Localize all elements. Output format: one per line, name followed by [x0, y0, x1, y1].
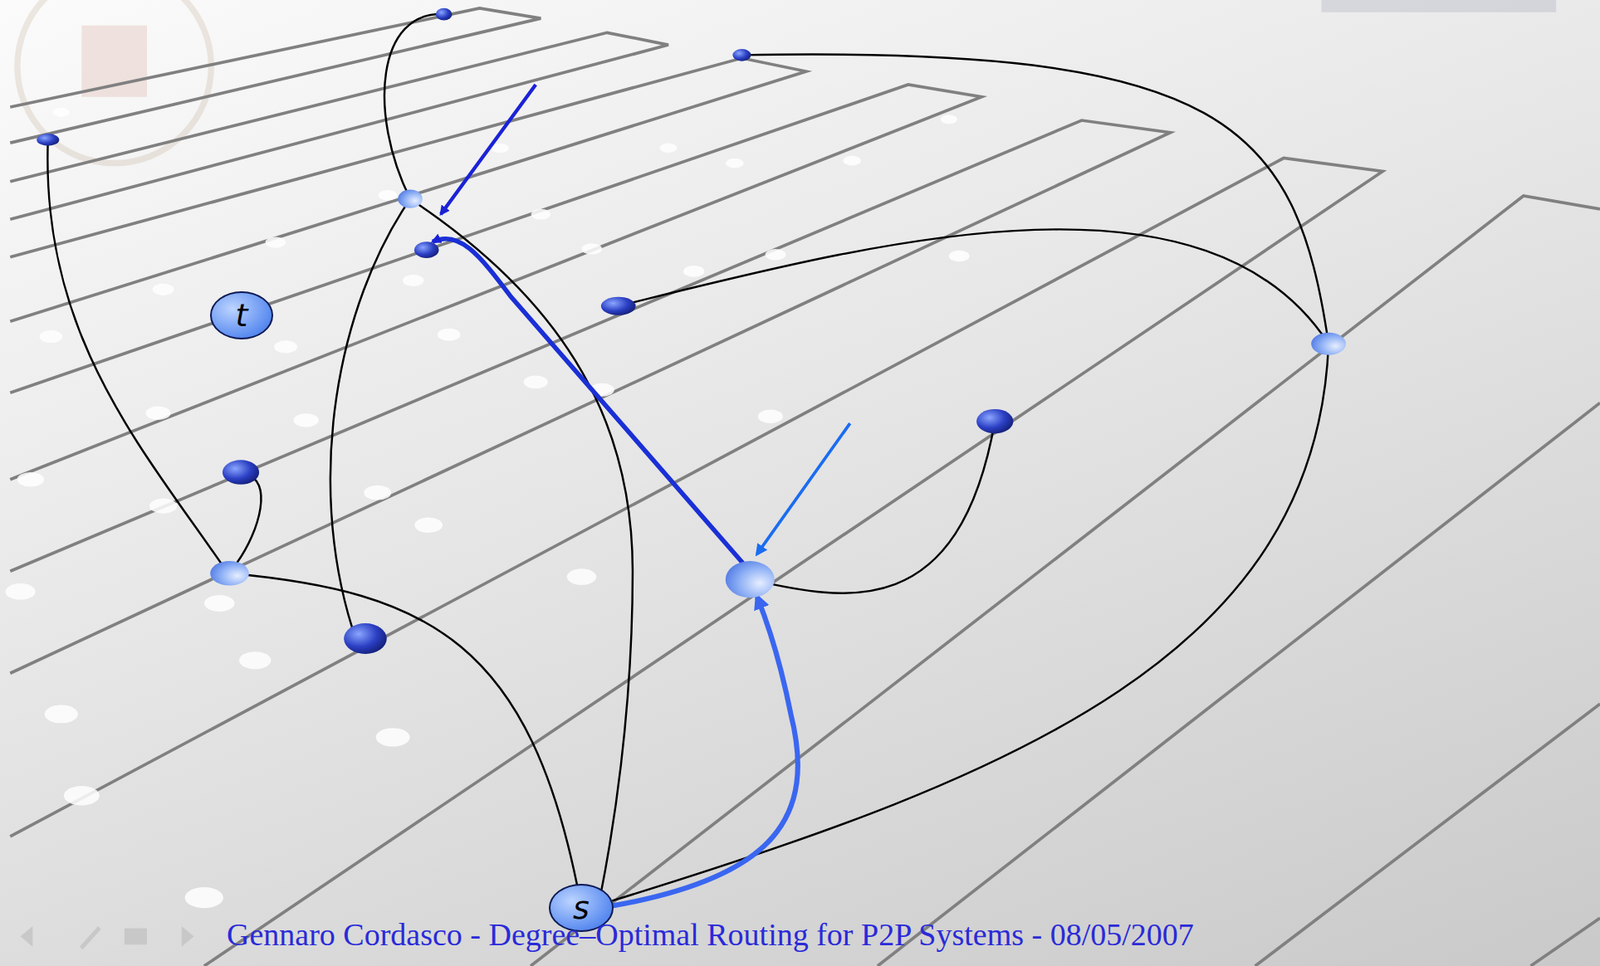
- faint-logo-right: [1321, 0, 1556, 13]
- endpoint-node: t: [210, 291, 274, 339]
- pointer-arrow: [757, 423, 851, 554]
- node-label: t: [235, 299, 249, 332]
- grid-lines: [9, 8, 1600, 966]
- nav-icons: [20, 926, 195, 950]
- footer-text: Gennaro Cordasco - Degree–Optimal Routin…: [226, 916, 1194, 954]
- route-arrow: [432, 239, 744, 564]
- grid-dots: [5, 107, 970, 910]
- overlay-links: [47, 14, 1329, 901]
- pointer-arrow: [440, 84, 536, 215]
- route-arrow: [611, 596, 798, 906]
- peer-nodes: [36, 8, 1346, 655]
